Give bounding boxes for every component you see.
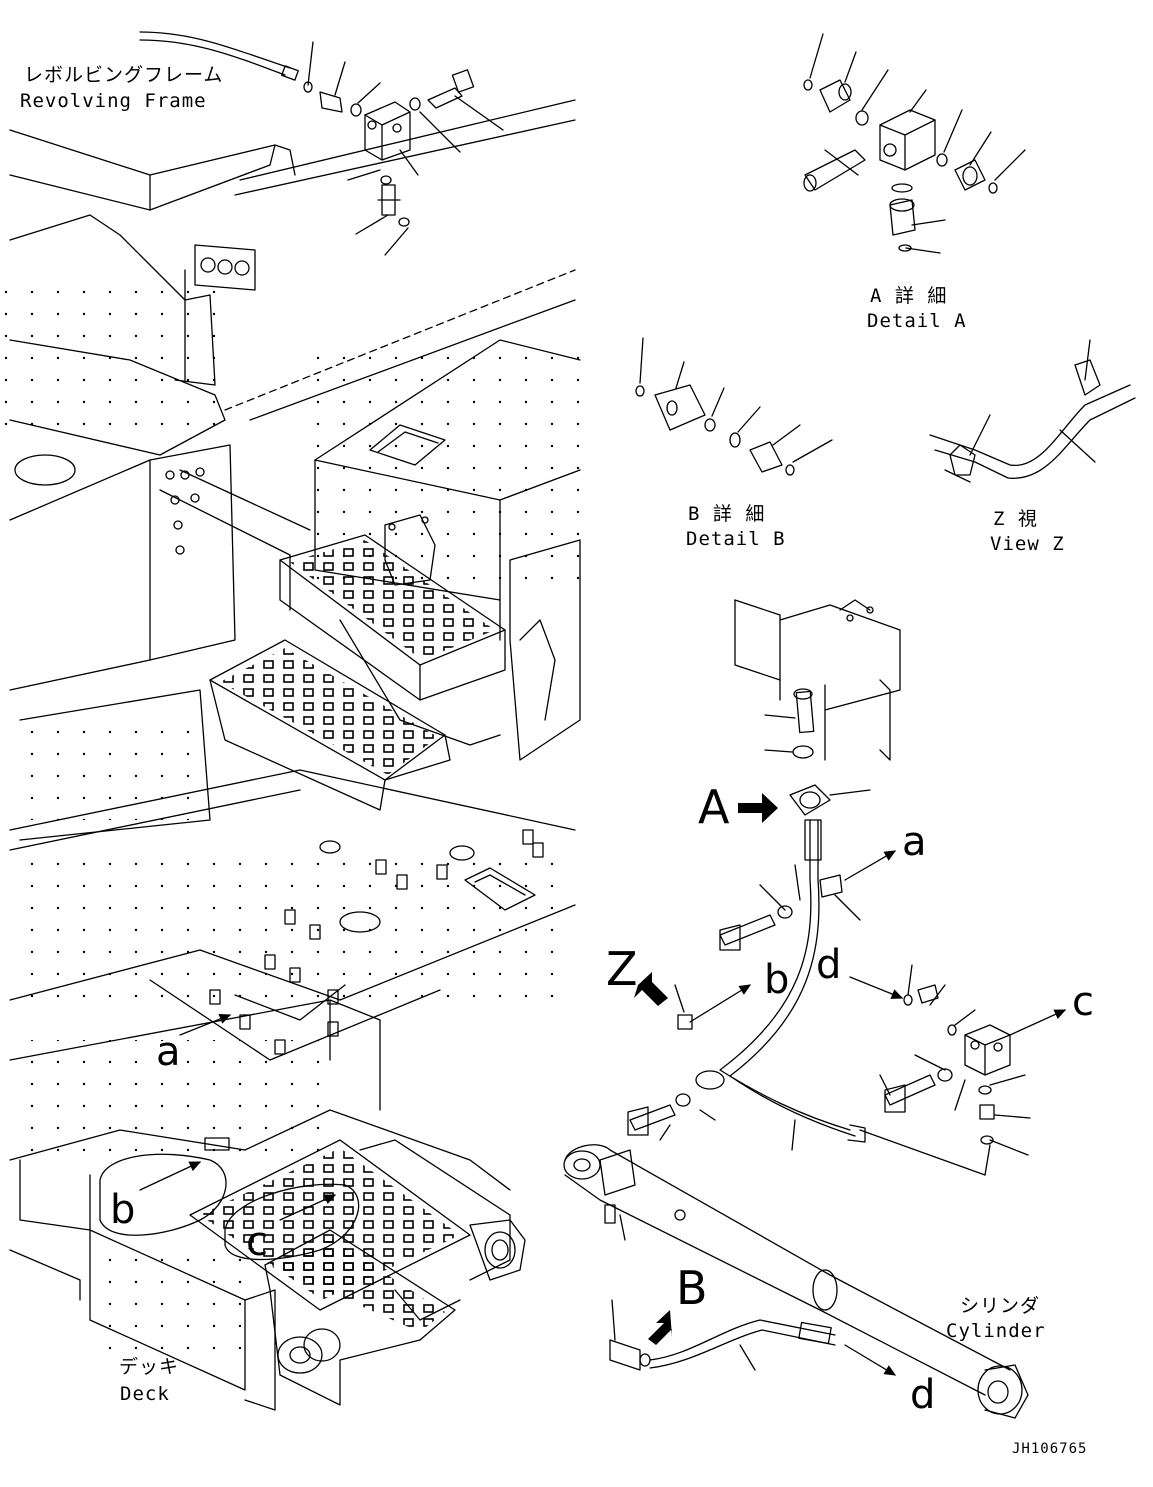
deck-label-en: Deck bbox=[120, 1383, 170, 1405]
lower-hose bbox=[609, 1299, 897, 1376]
cylinder bbox=[563, 1144, 1029, 1419]
revolving-frame-label-jp: レボルビングフレーム bbox=[24, 64, 224, 86]
detail-a-fitting bbox=[789, 784, 871, 816]
arrow-Z bbox=[634, 972, 668, 1006]
revolving-frame-label-en: Revolving Frame bbox=[20, 90, 207, 112]
deck-structure bbox=[9, 769, 576, 1411]
detail-b-label-en: Detail B bbox=[686, 528, 786, 550]
arrow-B bbox=[648, 1310, 672, 1345]
callout-bubble-c bbox=[224, 1183, 360, 1261]
hose-bolts bbox=[627, 874, 861, 1141]
cylinder-label-en: Cylinder bbox=[946, 1320, 1046, 1342]
callout-Z: Z bbox=[606, 942, 638, 996]
detail-b bbox=[635, 337, 833, 476]
callout-b-upper: b bbox=[764, 957, 790, 1003]
detail-b-label-jp: B 詳 細 bbox=[688, 503, 766, 525]
detail-c-block bbox=[849, 964, 1067, 1176]
bolt-and-washer-top bbox=[764, 688, 815, 759]
arrow-A bbox=[738, 793, 778, 823]
callout-a-upper: a bbox=[902, 819, 927, 865]
detail-a bbox=[803, 33, 1026, 254]
view-z-label-jp: Z 視 bbox=[993, 508, 1038, 530]
deck-step bbox=[189, 1139, 526, 1406]
bracket bbox=[734, 599, 901, 761]
callout-d-lower: d bbox=[910, 1372, 936, 1418]
main-hose bbox=[695, 819, 866, 1151]
detail-a-label-jp: A 詳 細 bbox=[870, 285, 948, 307]
cylinder-label-jp: シリンダ bbox=[960, 1295, 1041, 1317]
callout-c-lower: c bbox=[246, 1219, 268, 1265]
drawing-number: JH106765 bbox=[1012, 1441, 1088, 1457]
view-z-label-en: View Z bbox=[990, 533, 1065, 555]
callout-a-lower: a bbox=[156, 1029, 181, 1075]
callout-c-upper: c bbox=[1072, 979, 1094, 1025]
detail-a-label-en: Detail A bbox=[867, 310, 967, 332]
callout-A: A bbox=[698, 780, 730, 834]
callout-d-upper: d bbox=[816, 942, 842, 988]
callout-bubble-b bbox=[99, 1153, 227, 1236]
view-z bbox=[929, 339, 1136, 483]
callout-b-lower: b bbox=[110, 1187, 136, 1233]
callout-B: B bbox=[676, 1261, 708, 1315]
top-hose-assembly bbox=[139, 31, 504, 256]
side-box bbox=[314, 339, 581, 761]
lower-step bbox=[209, 619, 501, 811]
deck-label-jp: デッキ bbox=[119, 1356, 180, 1378]
upper-step bbox=[279, 534, 506, 701]
